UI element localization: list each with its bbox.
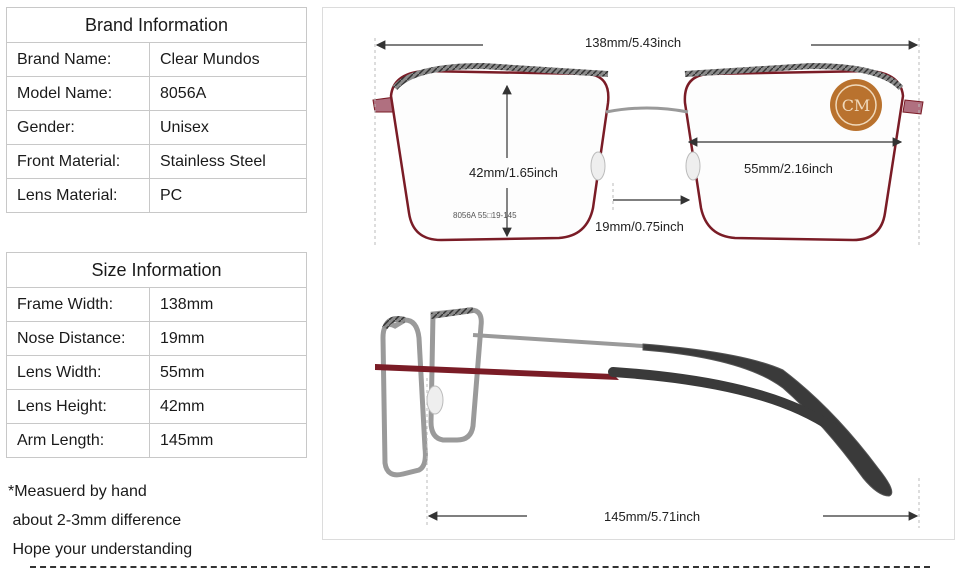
nose-distance-measure: 19mm/0.75inch — [595, 219, 684, 234]
table-row: Frame Width:138mm — [6, 287, 307, 322]
frame-width-value: 138mm — [149, 287, 307, 322]
lens-height-label: Lens Height: — [6, 389, 150, 424]
side-temple-red — [375, 364, 619, 380]
side-temple-metal — [472, 333, 644, 348]
nose-distance-value: 19mm — [149, 321, 307, 356]
nose-distance-label: Nose Distance: — [6, 321, 150, 356]
glasses-illustration: CM 8056A 55□19-145 — [372, 38, 924, 528]
right-hinge — [902, 99, 924, 115]
arm-length-measure: 145mm/5.71inch — [604, 509, 701, 524]
model-name-value: 8056A — [149, 76, 307, 111]
table-row: Front Material:Stainless Steel — [6, 144, 307, 179]
model-name-label: Model Name: — [6, 76, 150, 111]
svg-text:CM: CM — [842, 96, 871, 115]
lens-height-value: 42mm — [149, 389, 307, 424]
note-understanding: Hope your understanding — [8, 541, 193, 558]
frame-engraving: 8056A 55□19-145 — [453, 211, 517, 220]
table-row: Gender:Unisex — [6, 110, 307, 145]
side-brow-bar — [430, 307, 474, 319]
lens-width-value: 55mm — [149, 355, 307, 390]
side-rim-front — [428, 307, 484, 443]
front-material-value: Stainless Steel — [149, 144, 307, 179]
gender-label: Gender: — [6, 110, 150, 145]
table-row: Model Name:8056A — [6, 76, 307, 111]
size-information-table: Size Information Frame Width:138mm Nose … — [6, 252, 307, 458]
lens-material-label: Lens Material: — [6, 178, 150, 213]
front-material-label: Front Material: — [6, 144, 150, 179]
right-brow-bar — [684, 62, 904, 91]
side-rim-back — [380, 317, 428, 478]
glasses-product-photo: CM 8056A 55□19-145 138mm/5.43inch 4 — [322, 7, 955, 540]
table-row: Lens Width:55mm — [6, 355, 307, 390]
lens-height-measure: 42mm/1.65inch — [469, 165, 558, 180]
side-temple-tip-back — [642, 343, 893, 497]
lens-material-value: PC — [149, 178, 307, 213]
side-temple-tortoise — [608, 367, 838, 433]
size-table-title: Size Information — [6, 252, 307, 288]
frame-width-label: Frame Width: — [6, 287, 150, 322]
side-nose-pad — [426, 385, 444, 415]
left-brow-bar — [392, 62, 609, 91]
bridge — [605, 106, 689, 114]
table-row: Brand Name:Clear Mundos — [6, 42, 307, 77]
arm-length-label: Arm Length: — [6, 423, 150, 458]
arm-length-value: 145mm — [149, 423, 307, 458]
brand-name-value: Clear Mundos — [149, 42, 307, 77]
lens-width-label: Lens Width: — [6, 355, 150, 390]
note-difference: about 2-3mm difference — [8, 512, 182, 529]
brand-seal — [830, 79, 882, 131]
frame-width-measure: 138mm/5.43inch — [585, 35, 682, 50]
bottom-dashed-divider — [30, 566, 930, 568]
lens-width-measure: 55mm/2.16inch — [744, 161, 833, 176]
left-nose-pad — [590, 151, 606, 181]
brand-name-label: Brand Name: — [6, 42, 150, 77]
note-measured-by-hand: *Measuerd by hand — [8, 483, 147, 500]
table-row: Nose Distance:19mm — [6, 321, 307, 356]
table-row: Lens Material:PC — [6, 178, 307, 213]
brand-information-table: Brand Information Brand Name:Clear Mundo… — [6, 7, 307, 213]
brand-table-title: Brand Information — [6, 7, 307, 43]
table-row: Arm Length:145mm — [6, 423, 307, 458]
right-nose-pad — [685, 151, 701, 181]
table-row: Lens Height:42mm — [6, 389, 307, 424]
gender-value: Unisex — [149, 110, 307, 145]
